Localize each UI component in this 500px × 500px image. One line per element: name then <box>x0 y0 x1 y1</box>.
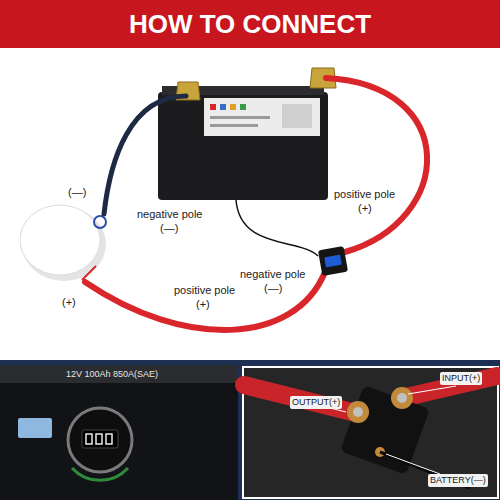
load-body <box>20 205 100 275</box>
sticker-icon <box>230 104 236 110</box>
pole-label: positive pole <box>172 284 237 297</box>
polarity-mark: (—) <box>66 186 88 199</box>
switch-housing <box>340 385 430 475</box>
polarity-mark: (—) <box>262 282 284 295</box>
photo-band <box>0 360 500 500</box>
dial-ring <box>72 468 128 480</box>
terminal-label: BATTERY(—) <box>428 474 488 487</box>
stud <box>347 401 369 423</box>
polarity-mark: (+) <box>194 298 212 311</box>
stud-nut <box>397 393 407 403</box>
dial <box>68 408 132 472</box>
photo-ground <box>0 365 238 500</box>
pole-label: positive pole <box>332 188 397 201</box>
polarity-mark: (+) <box>60 296 78 309</box>
display-segment <box>96 434 102 444</box>
title-band <box>0 0 500 48</box>
load-lead-positive <box>82 266 96 280</box>
sticker-line <box>210 124 258 127</box>
pole-label: negative pole <box>238 268 307 281</box>
battery-sticker <box>204 98 320 136</box>
display-segment <box>86 434 92 444</box>
photo-ground <box>243 367 498 498</box>
terminal-label: INPUT(+) <box>440 372 482 385</box>
page-title: HOW TO CONNECT <box>0 0 500 48</box>
sticker-icon <box>220 104 226 110</box>
battery-switch <box>318 246 348 276</box>
battery-rating: 12V 100Ah 850A(SAE) <box>64 368 160 381</box>
photo-strip <box>0 365 238 383</box>
battery-body <box>158 92 328 200</box>
battery <box>158 68 336 200</box>
sticker-icon <box>240 104 246 110</box>
sticker-line <box>210 116 270 119</box>
stud-nut <box>353 407 363 417</box>
negative-cable <box>104 96 186 214</box>
sense-wire <box>236 200 318 256</box>
polarity-mark: (—) <box>158 222 180 235</box>
display-segment <box>106 434 112 444</box>
terminal-label: OUTPUT(+) <box>290 396 342 409</box>
polarity-mark: (+) <box>356 202 374 215</box>
load-device <box>20 205 106 281</box>
switch-photo <box>243 367 498 498</box>
dial-display <box>82 430 118 448</box>
pole-label: negative pole <box>135 208 204 221</box>
sticker-icon <box>210 104 216 110</box>
dial-photo <box>0 365 238 500</box>
leader-line <box>408 386 456 394</box>
blue-sticker <box>18 418 52 438</box>
leader-line <box>386 454 440 474</box>
stud <box>391 387 413 409</box>
positive-cable <box>326 78 427 252</box>
switch-body <box>318 246 348 276</box>
switch-display <box>324 255 341 268</box>
sticker-code <box>282 104 312 128</box>
input-cable-photo <box>244 385 352 412</box>
load-lead-negative <box>94 216 106 228</box>
